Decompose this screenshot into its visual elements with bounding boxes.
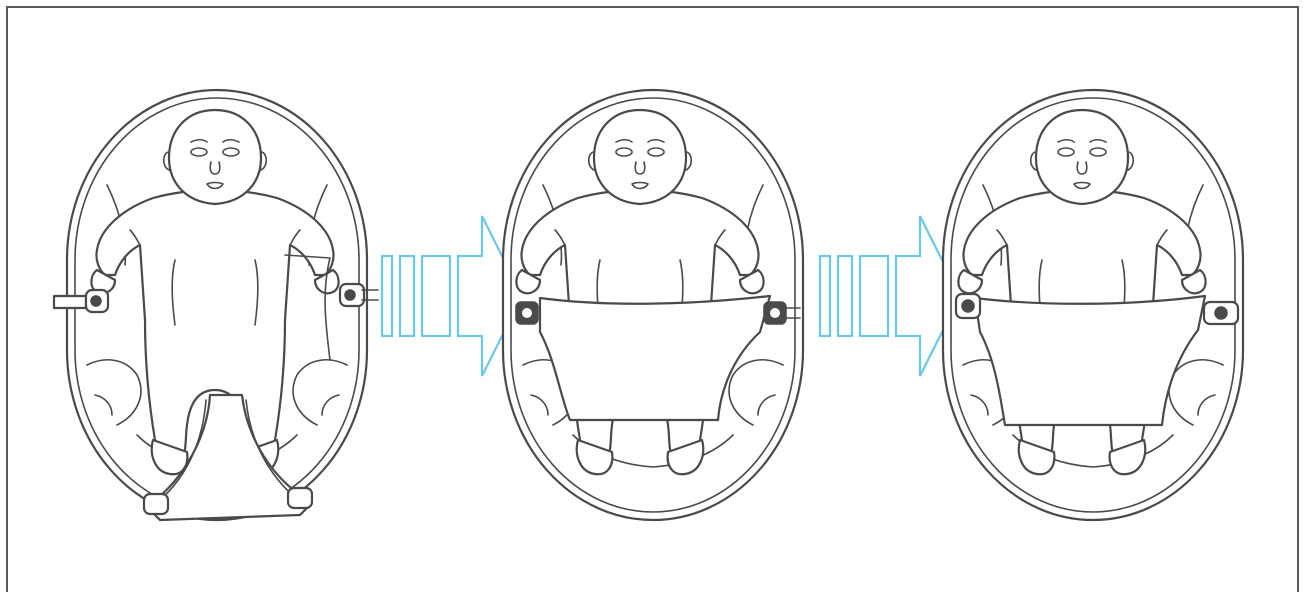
bottom-buckle-right-1 <box>288 488 312 508</box>
step-arrow-1 <box>382 216 522 376</box>
panel-2-buckled <box>503 90 803 520</box>
left-strap-1 <box>54 296 86 308</box>
bottom-buckle-left-1 <box>144 494 168 514</box>
panel-1-open-harness <box>54 90 378 520</box>
panel-3-tightened <box>943 90 1243 520</box>
step-arrow-2 <box>820 216 960 376</box>
